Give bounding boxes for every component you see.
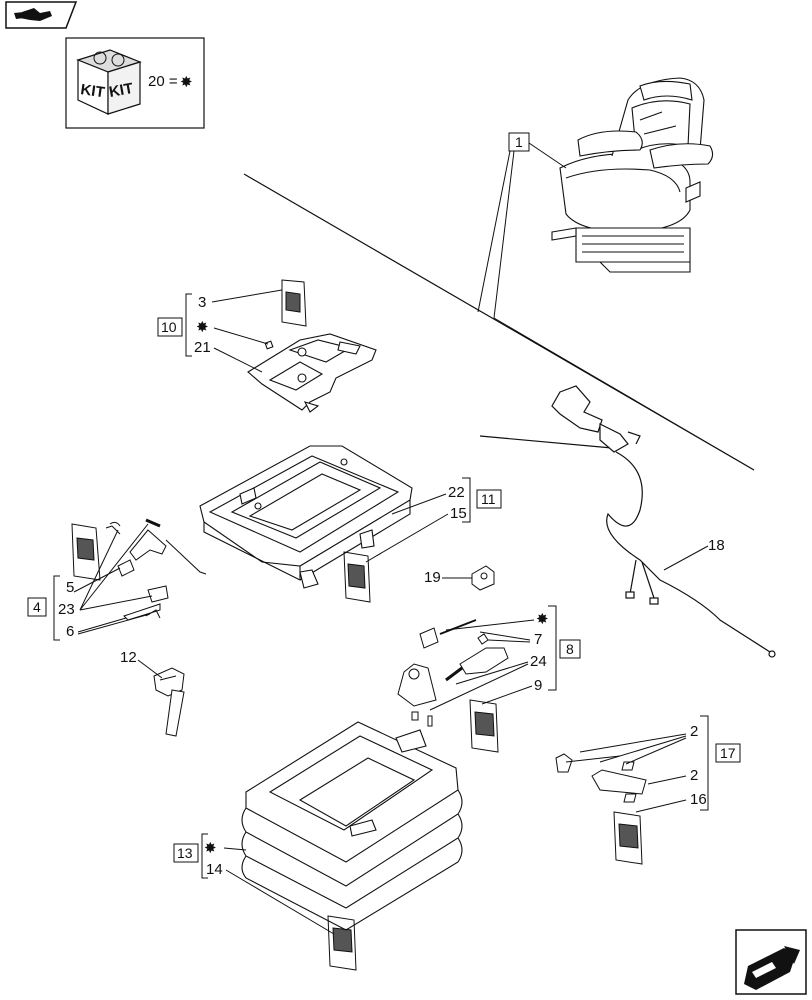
cable-harness-drawing <box>479 385 776 658</box>
previous-page-button[interactable] <box>5 1 78 29</box>
lever-drawing <box>153 667 185 737</box>
svg-text:17: 17 <box>720 745 736 761</box>
svg-text:2: 2 <box>690 767 698 784</box>
next-page-button[interactable] <box>735 929 807 995</box>
star-icon: ✸ <box>196 319 209 336</box>
kit-equation: 20 = <box>148 73 178 90</box>
complete-seat-drawing <box>551 77 714 273</box>
callout-19: 19 <box>424 569 472 586</box>
svg-text:4: 4 <box>33 599 41 615</box>
kit-label-left: KIT <box>79 81 105 101</box>
svg-text:16: 16 <box>690 791 707 808</box>
decal-sheet-bottom <box>327 915 357 971</box>
gas-spring-parts-drawing <box>397 619 509 727</box>
back-arrow-icon <box>14 8 52 21</box>
svg-text:11: 11 <box>481 491 496 507</box>
svg-text:12: 12 <box>120 649 137 666</box>
svg-text:2: 2 <box>690 723 698 740</box>
kit-star-icon: ✸ <box>180 74 193 91</box>
svg-text:5: 5 <box>66 579 74 596</box>
decal-sheet-lower-right <box>613 811 643 865</box>
callout-8-group: 8 ✸ 7 24 9 <box>429 605 581 711</box>
svg-text:8: 8 <box>566 641 574 657</box>
callout-13-group: 13 ✸ 14 <box>173 833 335 935</box>
svg-text:18: 18 <box>708 537 725 554</box>
decal-sheet-top <box>281 279 307 327</box>
adjustment-parts-drawing <box>105 518 207 621</box>
decal-sheet-mid <box>343 551 371 603</box>
svg-text:15: 15 <box>450 505 467 522</box>
kit-legend: KIT KIT 20 = ✸ <box>65 37 205 129</box>
svg-text:10: 10 <box>161 319 177 335</box>
shock-absorber-parts-drawing <box>555 753 647 803</box>
callout-1: 1 <box>477 132 755 471</box>
svg-text:14: 14 <box>206 861 223 878</box>
kit-label-right: KIT <box>108 80 135 101</box>
svg-text:24: 24 <box>530 653 547 670</box>
bumper-drawing <box>471 565 495 591</box>
callout-11-group: 11 22 15 <box>365 477 502 563</box>
callout-12: 12 <box>120 649 163 679</box>
bellows-cover-drawing <box>241 721 463 931</box>
svg-text:23: 23 <box>58 601 75 618</box>
svg-text:9: 9 <box>534 677 542 694</box>
svg-text:19: 19 <box>424 569 441 586</box>
suspension-frame-drawing <box>199 445 413 589</box>
callout-17-group: 17 2 2 16 <box>579 715 741 813</box>
callout-18: 18 <box>663 537 725 571</box>
svg-text:22: 22 <box>448 484 465 501</box>
decal-sheet-left <box>71 523 101 581</box>
svg-text:1: 1 <box>515 134 523 150</box>
svg-text:6: 6 <box>66 623 74 640</box>
kit-box-icon: KIT KIT <box>76 49 142 115</box>
star-icon: ✸ <box>204 840 217 857</box>
callout-10-group: 10 3 ✸ 21 <box>157 289 283 373</box>
star-icon: ✸ <box>536 611 549 628</box>
svg-text:3: 3 <box>198 294 206 311</box>
mounting-plate-drawing <box>247 333 377 413</box>
decal-sheet-right <box>469 699 499 753</box>
svg-text:13: 13 <box>177 845 193 861</box>
svg-text:21: 21 <box>194 339 211 356</box>
forward-arrow-icon <box>744 946 800 990</box>
callout-4-group: 4 5 23 6 <box>27 523 153 641</box>
svg-text:7: 7 <box>534 631 542 648</box>
